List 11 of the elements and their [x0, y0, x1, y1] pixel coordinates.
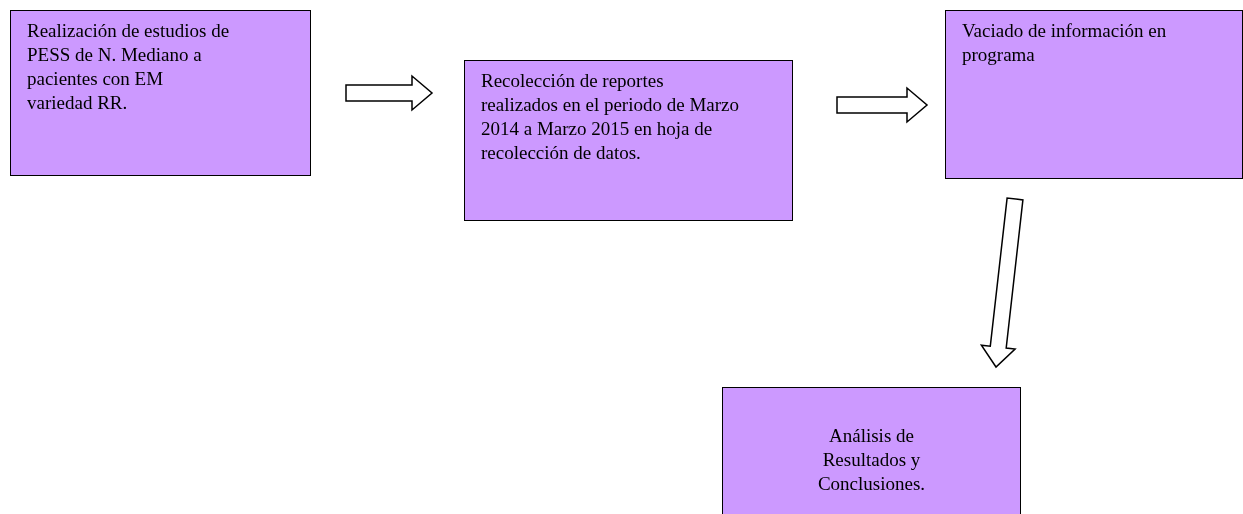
block-arrow	[345, 74, 434, 112]
block-arrow	[979, 197, 1024, 369]
step-text: Realización de estudios de PESS de N. Mediano a pacientes con EM variedad RR.	[27, 19, 230, 115]
step-text: Recolección de reportes realizados en el periodo de Marzo 2014 a Marzo 2015 en hoja de recolección de datos.	[481, 69, 740, 165]
process-box	[722, 387, 1021, 514]
step-text: Análisis de Resultados y Conclusiones.	[816, 424, 927, 496]
process-box	[945, 10, 1243, 179]
process-box	[10, 10, 311, 176]
step-text: Vaciado de información en programa	[962, 19, 1168, 67]
process-box	[464, 60, 793, 221]
block-arrow	[836, 86, 929, 124]
